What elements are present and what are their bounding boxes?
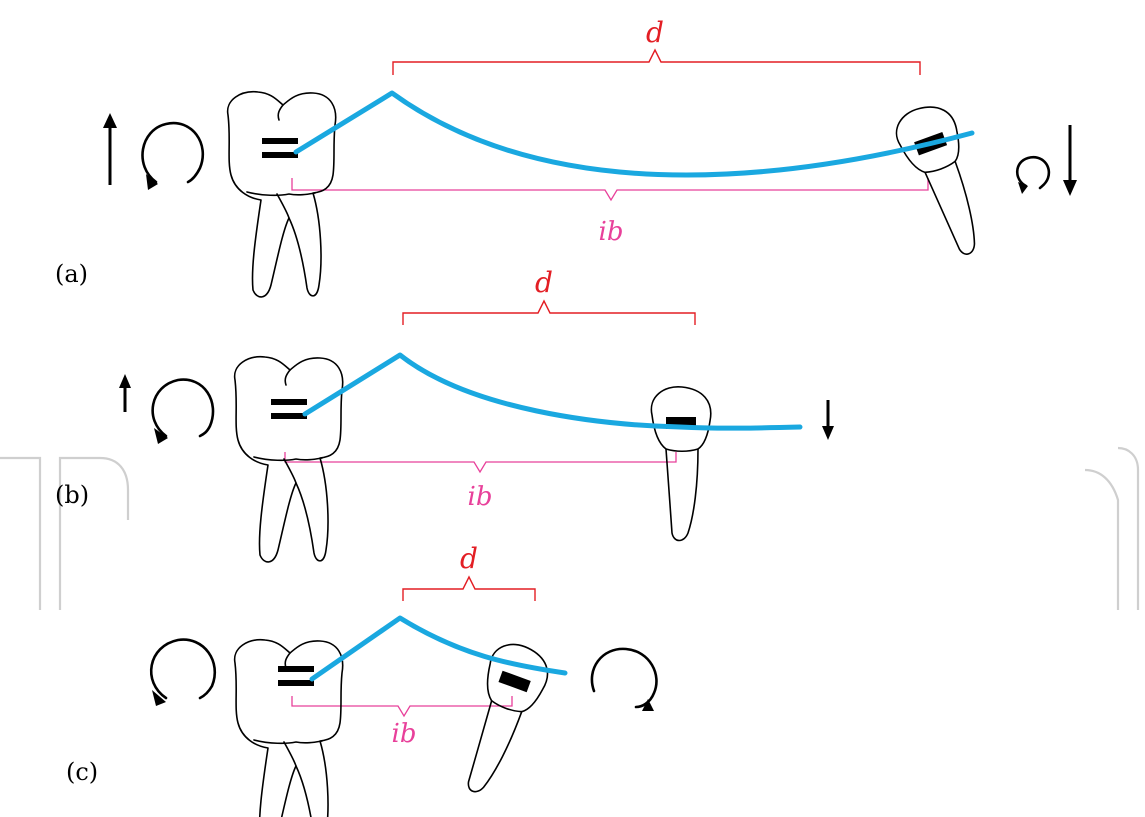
dimension-d-bracket-b: [402, 299, 696, 325]
bracket-slot-icon: [271, 413, 307, 419]
panel-label-c: (c): [66, 758, 98, 786]
down-arrow-icon: [1063, 125, 1077, 196]
interbracket-label-c: ib: [392, 719, 417, 749]
panel-b: (b) d ib: [55, 266, 834, 563]
rotation-arrow-icon: [141, 121, 205, 190]
dimension-d-label-b: d: [535, 266, 553, 299]
rotation-arrow-icon: [151, 378, 215, 444]
bracket-slot-icon: [278, 666, 314, 672]
panel-label-b: (b): [55, 481, 89, 509]
interbracket-label-b: ib: [468, 482, 493, 512]
dimension-d-label-c: d: [460, 542, 478, 575]
dimension-d-label-a: d: [646, 16, 664, 49]
archwire-a: [293, 90, 975, 178]
interbracket-label-a: ib: [599, 217, 624, 247]
dimension-d-bracket-c: [402, 575, 536, 601]
down-arrow-icon: [822, 400, 834, 440]
premolar-tooth-icon: [889, 97, 1000, 265]
bracket-slot-icon: [262, 138, 298, 144]
archwire-c: [309, 615, 568, 682]
panel-a: (a) d ib: [55, 16, 1077, 298]
molar-tooth-icon: [233, 355, 344, 563]
rotation-arrow-icon: [1015, 155, 1051, 194]
premolar-tooth-icon: [650, 385, 712, 542]
up-arrow-icon: [103, 113, 117, 185]
bracket-slot-icon: [498, 670, 531, 693]
panel-c: (c) d ib: [66, 542, 658, 817]
watermark-outline: [0, 446, 1140, 610]
up-arrow-icon: [119, 374, 131, 412]
interbracket-bracket-b: [284, 452, 677, 474]
bracket-slot-icon: [271, 399, 307, 405]
bracket-slot-icon: [262, 152, 298, 158]
molar-tooth-icon: [226, 90, 337, 298]
interbracket-bracket-c: [291, 696, 513, 718]
panel-label-a: (a): [55, 260, 88, 288]
rotation-arrow-icon: [590, 647, 658, 711]
bracket-slot-icon: [278, 680, 314, 686]
dimension-d-bracket-a: [392, 48, 921, 75]
rotation-arrow-icon: [149, 638, 217, 706]
archwire-b: [302, 352, 803, 431]
interbracket-bracket-a: [291, 178, 929, 202]
